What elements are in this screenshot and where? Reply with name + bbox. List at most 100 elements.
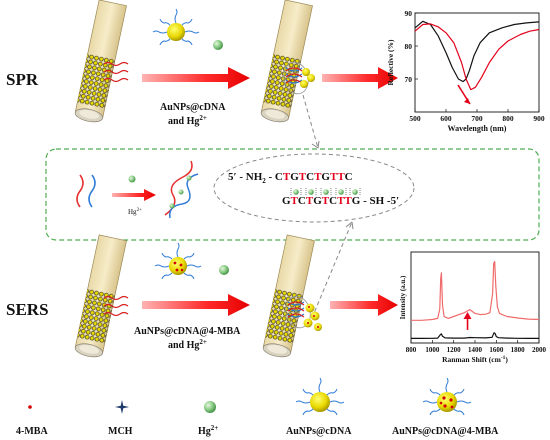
seq-bottom-base: T — [291, 195, 299, 207]
hg-ion-icon — [352, 189, 358, 195]
legend-label-mch: MCH — [108, 426, 133, 437]
x-tick-label: 2000 — [532, 346, 547, 354]
seq-bottom-base: T — [337, 195, 345, 207]
spr-xlabel: Wavelength (nm) — [448, 124, 507, 133]
legend: 4-MBA MCH Hg2+ AuNPs@cDNA — [16, 377, 499, 437]
hg-ion-icon — [213, 40, 223, 50]
sequence-bottom: GTCTGTCTTG - SH -5′ — [282, 195, 399, 207]
x-tick-label: 1400 — [468, 346, 483, 354]
aunp-cdna-icon — [295, 377, 345, 416]
seq-bottom-base: T — [344, 195, 352, 207]
callout-line-top — [302, 94, 319, 149]
hybridization-panel: Hg2+ 5′ - NH2 - CTGTCTGTTC GTCTGTCTTG - … — [45, 148, 540, 241]
seq-top-base: T — [283, 171, 291, 183]
sers-reagent-line1: AuNPs@cDNA@4-MBA — [134, 326, 241, 337]
mch-star-icon — [115, 400, 129, 414]
spr-reagent-line1: AuNPs@cDNA — [160, 102, 226, 113]
seq-bottom-base: G — [282, 195, 291, 207]
legend-label-aunp-cdna-4mba: AuNPs@cDNA@4-MBA — [392, 426, 499, 437]
chart-frame — [414, 12, 540, 113]
legend-label-mba: 4-MBA — [16, 426, 48, 437]
legend-label-aunp-cdna: AuNPs@cDNA — [286, 426, 352, 437]
wave-icon — [103, 61, 129, 83]
x-tick-label: 800 — [406, 346, 417, 354]
blue-strand-icon — [88, 174, 96, 208]
optical-fiber-2 — [260, 0, 315, 123]
spr-reagent-line2: and Hg2+ — [168, 114, 207, 127]
series-line-0 — [414, 20, 540, 83]
arrow-spr-2 — [322, 67, 398, 89]
x-tick-label: 1000 — [425, 346, 440, 354]
seq-top-base: T — [299, 171, 307, 183]
seq-bottom-base: C — [298, 195, 306, 207]
hg-ion-icon — [293, 189, 299, 195]
sers-label: SERS — [6, 300, 49, 319]
sers-xlabel: Ranman Shift (cm-1) — [442, 355, 508, 364]
x-tick-label: 900 — [533, 114, 545, 123]
seq-top-base: G — [290, 171, 299, 183]
seq-top-base: T — [330, 171, 338, 183]
shift-arrow-head — [464, 98, 470, 104]
aunp-cdna-4mba-icon — [154, 242, 202, 280]
red-strand-icon — [76, 174, 84, 208]
x-tick-label: 600 — [440, 114, 452, 123]
x-tick-label: 1800 — [511, 346, 526, 354]
sers-row: SERS AuNPs@cDN — [6, 234, 547, 364]
hg-label: Hg2+ — [128, 208, 142, 216]
sers-reagent-line2: and Hg2+ — [168, 338, 207, 351]
hg-ion-icon — [219, 265, 229, 275]
series-line-0 — [411, 332, 539, 339]
seq-top-base: T — [314, 171, 322, 183]
arrow-hybridize — [112, 189, 156, 201]
sequence-top: 5′ - NH2 - CTGTCTGTTC — [228, 171, 353, 185]
legend-label-hg: Hg2+ — [198, 424, 218, 437]
sers-ylabel: Intensity (a.u.) — [399, 275, 407, 319]
seq-top-base: C — [306, 171, 314, 183]
x-tick-label: 1600 — [489, 346, 504, 354]
arrow-sers-2 — [330, 294, 398, 316]
x-tick-label: 800 — [502, 114, 514, 123]
seq-top-base: G — [321, 171, 330, 183]
seq-bottom-base: T — [306, 195, 314, 207]
spr-row: SPR Au — [6, 0, 545, 133]
arrow-spr-1 — [142, 67, 250, 89]
seq-top-prefix: 5′ - NH — [228, 171, 263, 183]
optical-fiber-1 — [74, 0, 129, 123]
x-tick-label: 1200 — [447, 346, 462, 354]
hg-ion-icon — [308, 189, 314, 195]
aunp-cdna-icon — [152, 8, 200, 46]
optical-fiber-4 — [262, 234, 322, 358]
hg-ion-icon — [204, 401, 216, 413]
increase-arrow-head — [463, 312, 472, 319]
aunp-cdna-4mba-icon — [422, 377, 472, 416]
hg-ion-icon — [128, 175, 136, 183]
sequence-hg-ions — [290, 188, 361, 196]
seq-bottom-base: C — [329, 195, 337, 207]
sequence-callout — [213, 153, 415, 223]
dna-duplex-icon — [164, 160, 199, 219]
seq-top-base: C — [345, 171, 353, 183]
sequence-top-text: 5′ - NH2 - CTGTCTGTTC — [228, 171, 353, 185]
y-tick-label: 90 — [405, 9, 413, 18]
x-tick-label: 500 — [409, 114, 421, 123]
callout-line-bottom — [311, 221, 353, 319]
seq-bottom-base: G — [352, 195, 361, 207]
y-tick-label: 80 — [405, 42, 413, 51]
y-tick-label: 70 — [405, 75, 413, 84]
seq-bottom-base: T — [322, 195, 330, 207]
hg-ion-icon — [323, 189, 329, 195]
x-tick-label: 700 — [471, 114, 483, 123]
series-line-1 — [411, 260, 540, 321]
mba-dot-icon — [28, 405, 32, 409]
seq-bottom-base: G — [313, 195, 322, 207]
optical-fiber-3 — [74, 234, 129, 358]
arrow-sers-1 — [142, 294, 250, 316]
spr-label: SPR — [6, 70, 39, 89]
chart-frame — [410, 251, 540, 344]
seq-top-base: T — [337, 171, 345, 183]
series-line-1 — [414, 23, 540, 91]
spr-ylabel: Reflective (%) — [386, 39, 395, 86]
